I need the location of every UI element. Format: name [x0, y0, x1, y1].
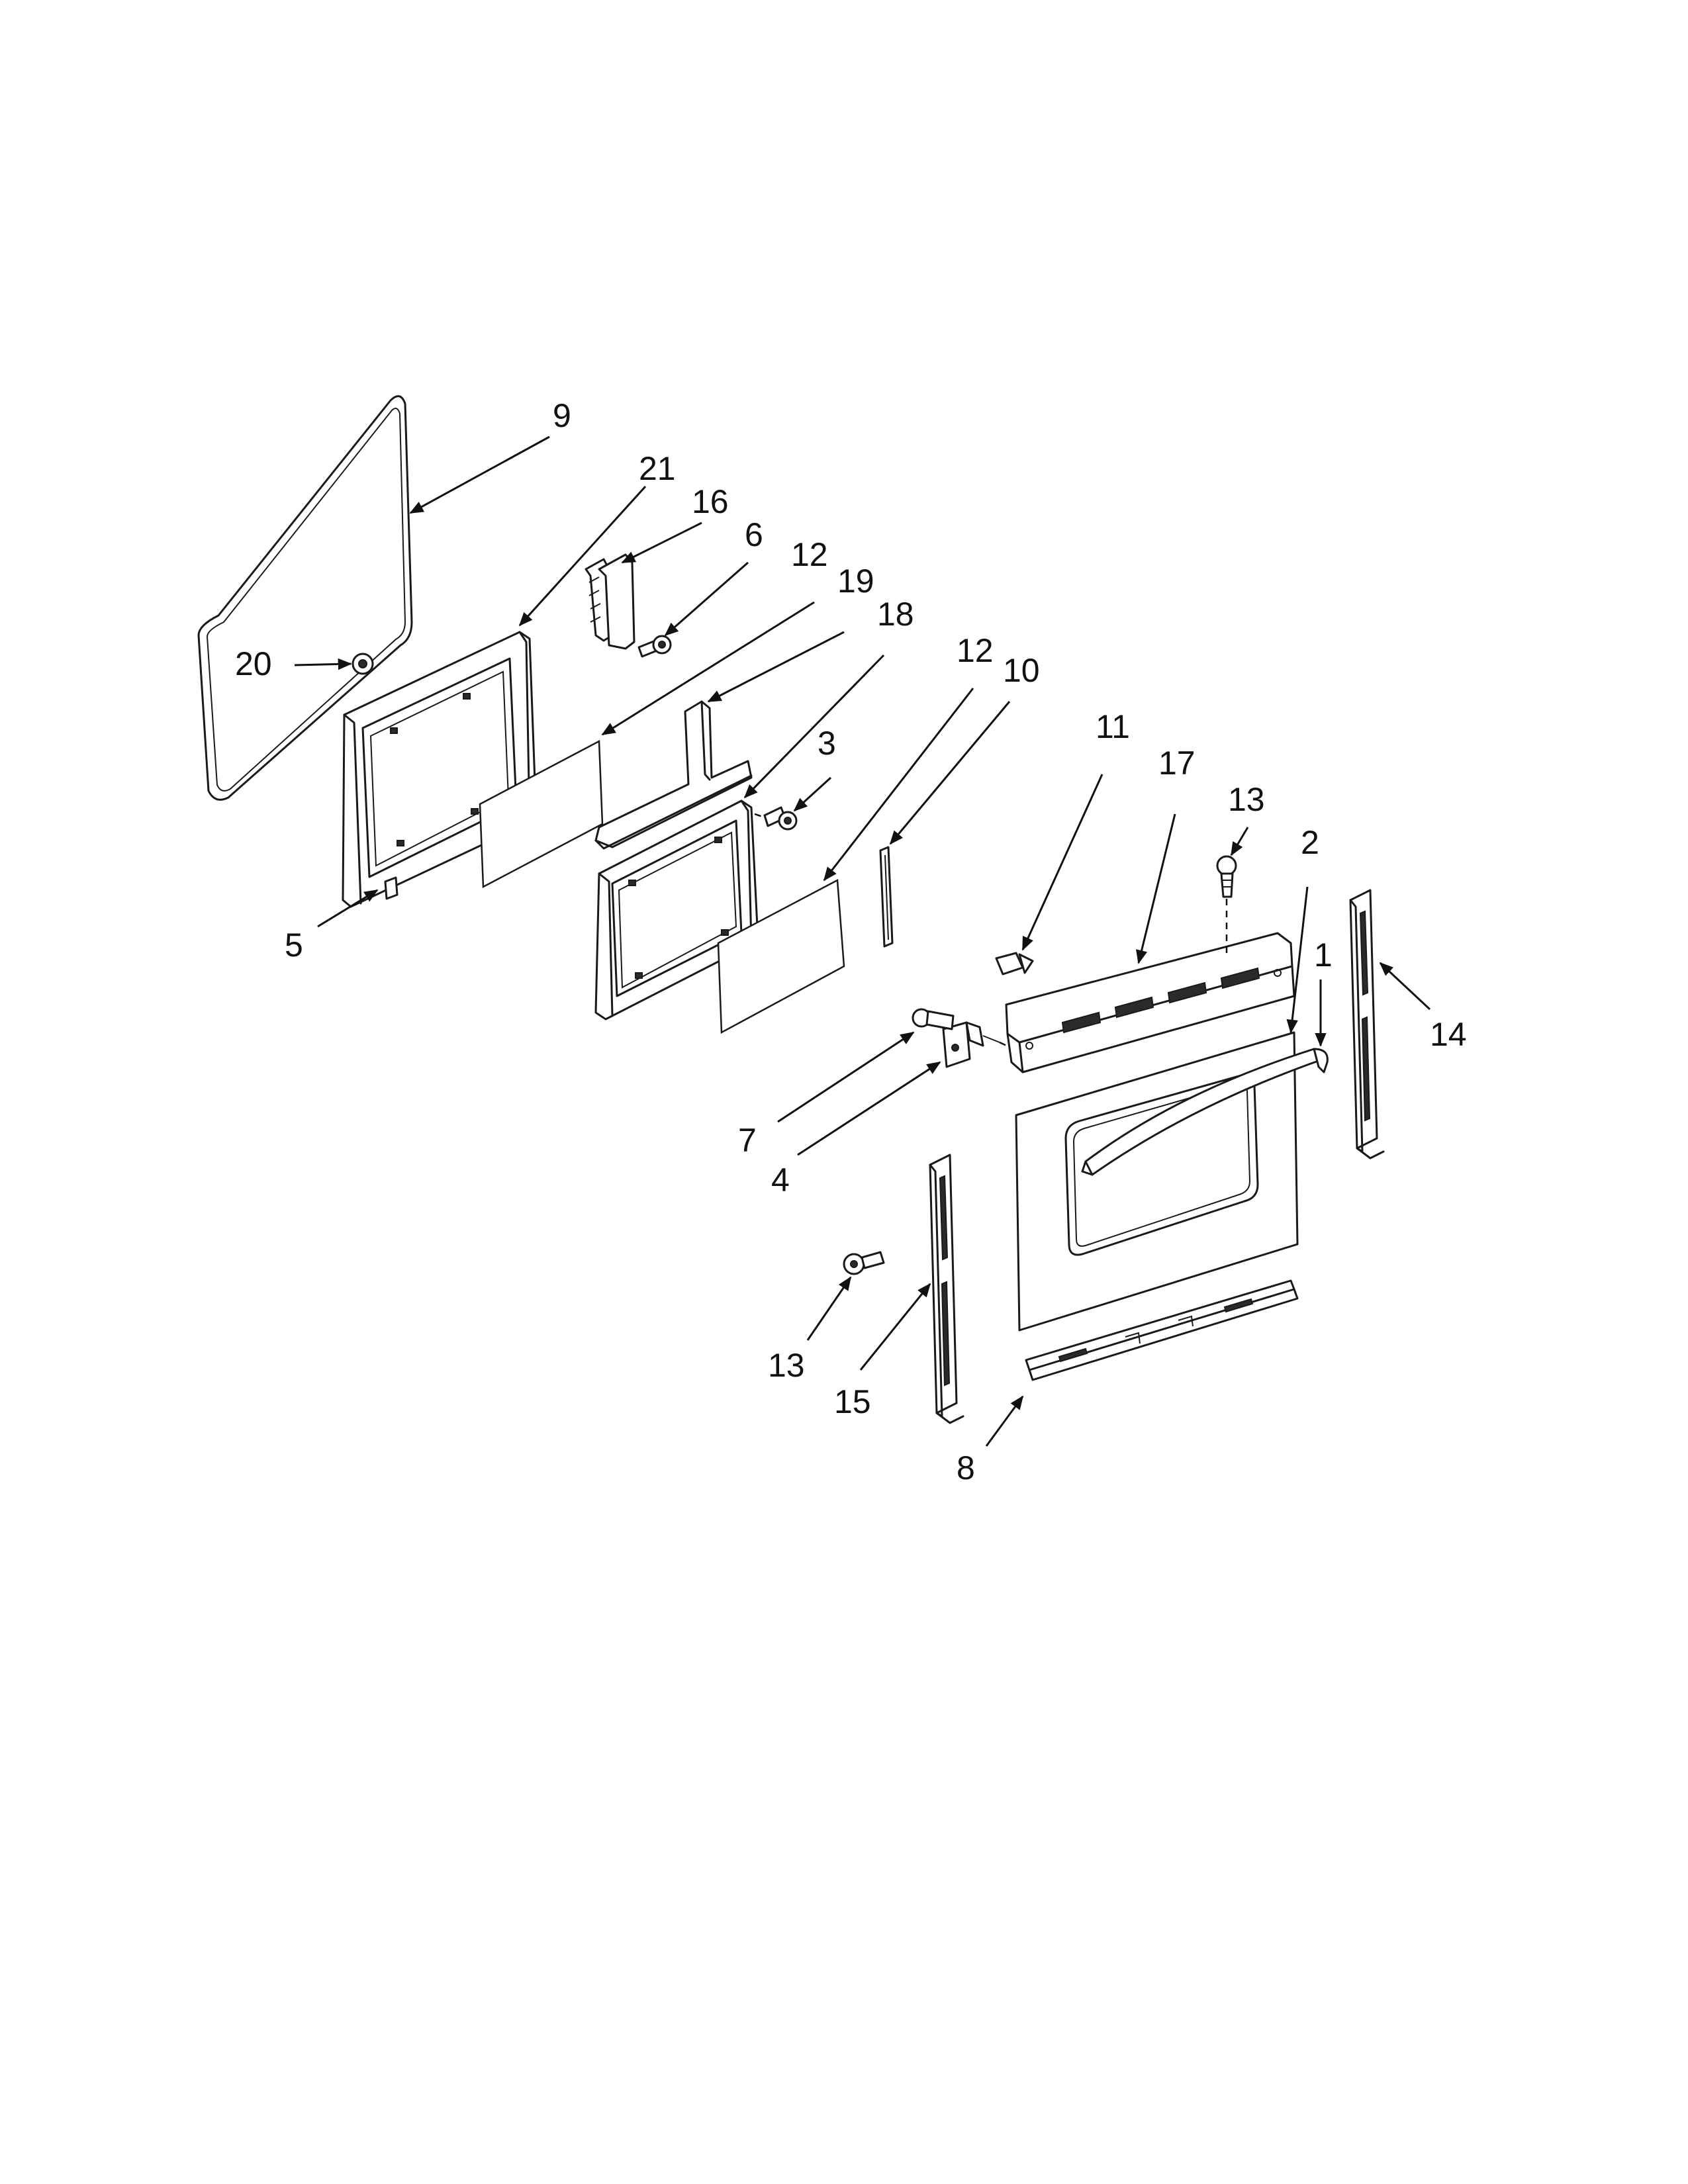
part-19-glass-retainer	[594, 700, 753, 850]
part-5-spacer-block	[384, 876, 399, 900]
alignment-line-hinge	[999, 1041, 1010, 1048]
callout-5: 5	[285, 927, 303, 964]
callout-14: 14	[1430, 1016, 1467, 1053]
part-7-hinge-screw	[912, 1008, 955, 1030]
callout-17: 17	[1158, 745, 1196, 782]
callout-8: 8	[957, 1449, 975, 1486]
part-3-screw	[763, 806, 798, 831]
part-2-outer-door-panel	[1015, 1031, 1299, 1332]
callout-1: 1	[1314, 936, 1333, 974]
callout-4: 4	[771, 1161, 790, 1199]
part-13-screw-lower	[843, 1251, 885, 1275]
callout-16: 16	[692, 483, 729, 520]
part-14-right-side-trim	[1349, 889, 1385, 1160]
callout-13-upper: 13	[1228, 781, 1265, 818]
part-20-gasket-clip	[352, 653, 374, 675]
callout-21: 21	[639, 450, 676, 487]
part-17-door-top-trim	[1005, 932, 1295, 1073]
callout-10: 10	[1003, 652, 1040, 689]
callout-18: 18	[877, 596, 914, 633]
callout-13-lower: 13	[768, 1347, 805, 1384]
part-8-door-bottom-trim	[1025, 1279, 1299, 1381]
callout-6: 6	[745, 516, 763, 553]
callout-3: 3	[818, 725, 836, 762]
part-16-hinge-receptacle	[585, 553, 635, 650]
callout-labels: 9 21 16 6 12 19 18 12 10 20 3 11 17 13 2…	[235, 397, 1467, 1486]
part-13-screw-upper	[1216, 855, 1237, 898]
callout-9: 9	[553, 397, 571, 434]
part-12-glass-panel-lower	[717, 879, 845, 1034]
callout-7: 7	[738, 1122, 757, 1159]
callout-12-lower: 12	[957, 632, 994, 669]
callout-20: 20	[235, 645, 272, 682]
part-9-door-gasket	[197, 395, 413, 801]
part-10-glass-seal-strip	[879, 846, 894, 948]
leader-lines	[294, 435, 1431, 1447]
part-6-screw	[637, 635, 672, 658]
alignment-line-screw-3	[754, 813, 765, 819]
callout-11: 11	[1096, 708, 1130, 745]
callout-15: 15	[834, 1383, 871, 1420]
part-4-hinge-bracket	[942, 1021, 1000, 1068]
callout-2: 2	[1301, 824, 1319, 861]
part-12-inner-glass-upper	[479, 739, 604, 889]
callout-19: 19	[837, 563, 874, 600]
part-11-screw	[995, 952, 1034, 976]
part-1-door-handle	[1081, 1048, 1329, 1176]
part-15-left-side-trim	[929, 1154, 964, 1424]
callout-12-upper: 12	[791, 536, 828, 573]
